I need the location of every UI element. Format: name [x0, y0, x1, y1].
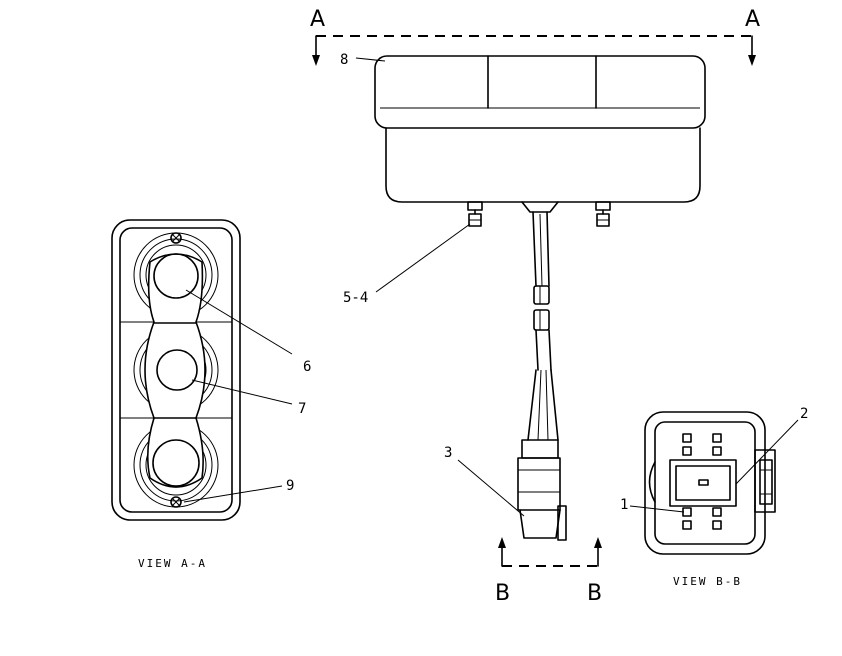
connector-side-view [517, 439, 567, 541]
section-a-right-label: A [745, 7, 760, 32]
section-line-a [312, 35, 756, 66]
view-b-b-caption: VIEW B-B [673, 575, 742, 588]
lamp-housing [374, 55, 706, 203]
mounting-stud-left [467, 201, 483, 227]
view-b-b-connector-face [644, 411, 776, 555]
section-a-left-label: A [310, 7, 325, 32]
section-b-right-label: B [587, 581, 602, 606]
callout-1: 1 [620, 497, 628, 513]
mounting-stud-right [595, 201, 611, 227]
callout-8: 8 [340, 52, 348, 68]
section-b-left-label: B [495, 581, 510, 606]
view-a-a-lamp-face [111, 219, 241, 521]
callout-3: 3 [444, 445, 452, 461]
callout-6: 6 [303, 359, 311, 375]
wire-harness [521, 201, 559, 441]
callout-2: 2 [800, 406, 808, 422]
callout-7: 7 [298, 401, 306, 417]
callout-5-4: 5-4 [343, 290, 368, 306]
view-a-a-caption: VIEW A-A [138, 557, 207, 570]
callout-9: 9 [286, 478, 294, 494]
section-line-b [498, 537, 602, 567]
leader-lines [183, 57, 799, 517]
